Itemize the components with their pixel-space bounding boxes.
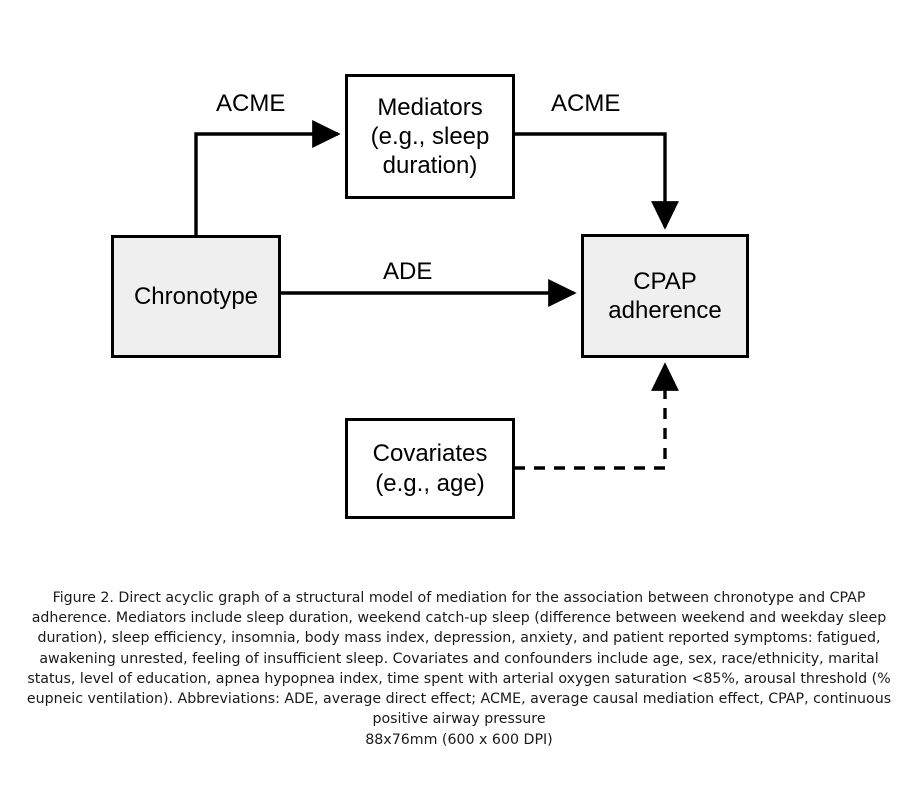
node-chronotype-label: Chronotype <box>133 282 259 310</box>
dag-diagram: Chronotype Mediators (e.g., sleep durati… <box>111 74 749 519</box>
node-mediators-label: Mediators (e.g., sleep duration) <box>370 93 490 180</box>
edge-chronotype-to-mediators <box>194 120 341 236</box>
node-covariates-label: Covariates (e.g., age) <box>372 440 488 497</box>
edge-label-acme-chronotype-mediators: ACME <box>216 90 286 117</box>
node-cpap-adherence[interactable]: CPAP adherence <box>581 234 749 358</box>
edge-mediators-to-cpap <box>514 132 679 230</box>
edge-covariates-to-cpap <box>514 362 679 470</box>
dag-edges-layer <box>194 120 679 470</box>
node-covariates[interactable]: Covariates (e.g., age) <box>345 418 515 519</box>
figure-caption: Figure 2. Direct acyclic graph of a stru… <box>22 588 896 729</box>
figure-dimension-note-text: 88x76mm (600 x 600 DPI) <box>365 732 553 748</box>
edge-label-acme-mediators-cpap: ACME <box>551 90 621 117</box>
node-cpap-adherence-label: CPAP adherence <box>608 267 722 324</box>
figure-dimension-note: 88x76mm (600 x 600 DPI) <box>0 730 918 750</box>
node-mediators[interactable]: Mediators (e.g., sleep duration) <box>345 74 515 199</box>
node-chronotype[interactable]: Chronotype <box>111 235 281 358</box>
figure-caption-text: Figure 2. Direct acyclic graph of a stru… <box>26 590 892 728</box>
edge-label-ade-chronotype-cpap: ADE <box>383 258 433 285</box>
